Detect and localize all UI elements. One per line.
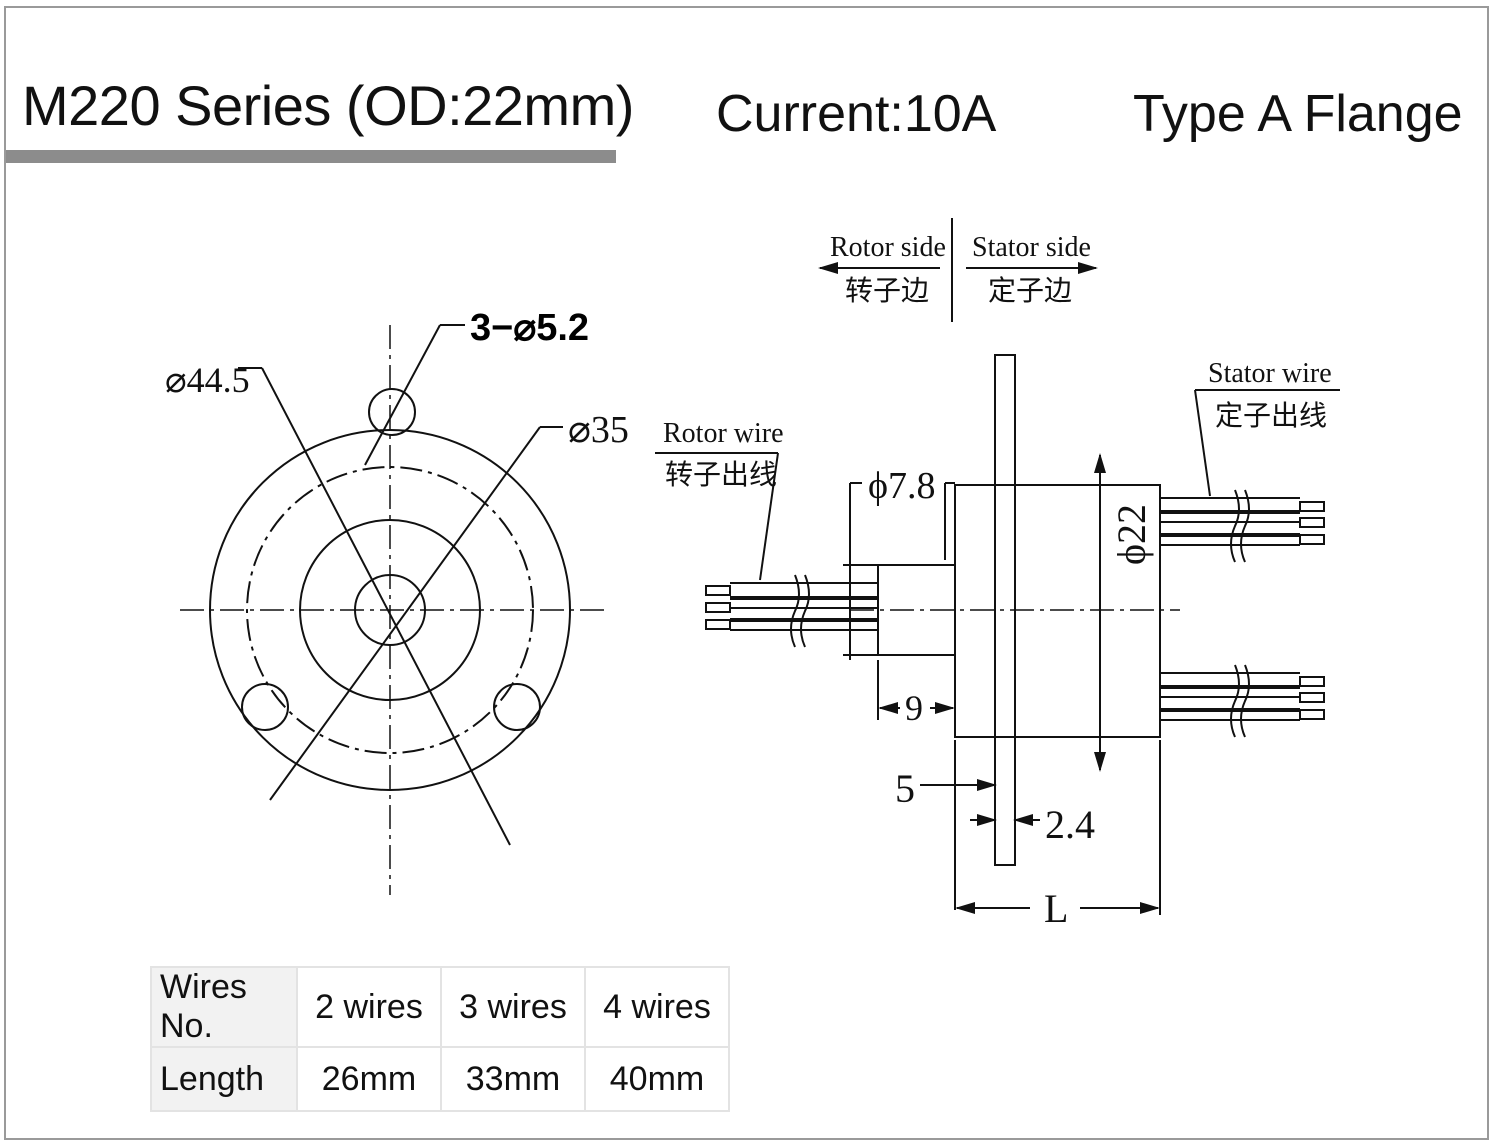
mount-hole-top [368,388,416,436]
stator-side-label: Stator side [972,232,1091,263]
body-length-label: L [1044,886,1068,931]
shaft-length-label: 9 [905,688,923,728]
rotor-side-cn-label: 转子边 [845,275,929,307]
body-diameter-label: ϕ22 [1109,504,1154,565]
current-rating: Current:10A [716,85,997,143]
table-row: Length 26mm 33mm 40mm [150,1046,730,1112]
stator-wire-bundle-bottom [1160,664,1325,738]
rotor-wire-label: Rotor wire [663,418,784,449]
drawing-frame [4,6,1489,1140]
series-title: M220 Series (OD:22mm) [22,74,634,137]
flange-offset-label: 5 [895,766,915,811]
flange-type: Type A Flange [1133,85,1463,143]
stator-side-cn-label: 定子边 [988,275,1072,307]
table-cell: 40mm [584,1046,730,1112]
outer-diameter-label: ⌀44.5 [165,360,250,400]
holes-label: 3−⌀5.2 [470,307,589,349]
title-underline-bar [6,150,616,163]
table-cell: 33mm [440,1046,586,1112]
shaft-diameter-label: ϕ7.8 [868,465,936,507]
rotor-wire-cn-label: 转子出线 [665,459,777,491]
row-header: Length [150,1046,298,1112]
mount-hole-right [493,683,541,731]
rotor-shaft [877,564,956,656]
stator-wire-cn-label: 定子出线 [1215,400,1327,432]
table-cell: 4 wires [584,966,730,1048]
stator-wire-bundle-top [1160,489,1325,563]
table-cell: 3 wires [440,966,586,1048]
table-row: Wires No. 2 wires 3 wires 4 wires [150,966,730,1048]
mount-hole-left [241,683,289,731]
row-header: Wires No. [150,966,298,1048]
rotor-side-label: Rotor side [830,232,946,263]
wire-length-table: Wires No. 2 wires 3 wires 4 wires Length… [150,966,730,1112]
side-view [655,354,1340,915]
stator-wire-label: Stator wire [1208,358,1332,389]
front-view [180,324,605,895]
table-cell: 26mm [296,1046,442,1112]
rotor-wire-bundle [705,574,878,648]
flange-thickness-label: 2.4 [1045,802,1095,847]
pitch-circle-label: ⌀35 [568,409,629,451]
table-cell: 2 wires [296,966,442,1048]
